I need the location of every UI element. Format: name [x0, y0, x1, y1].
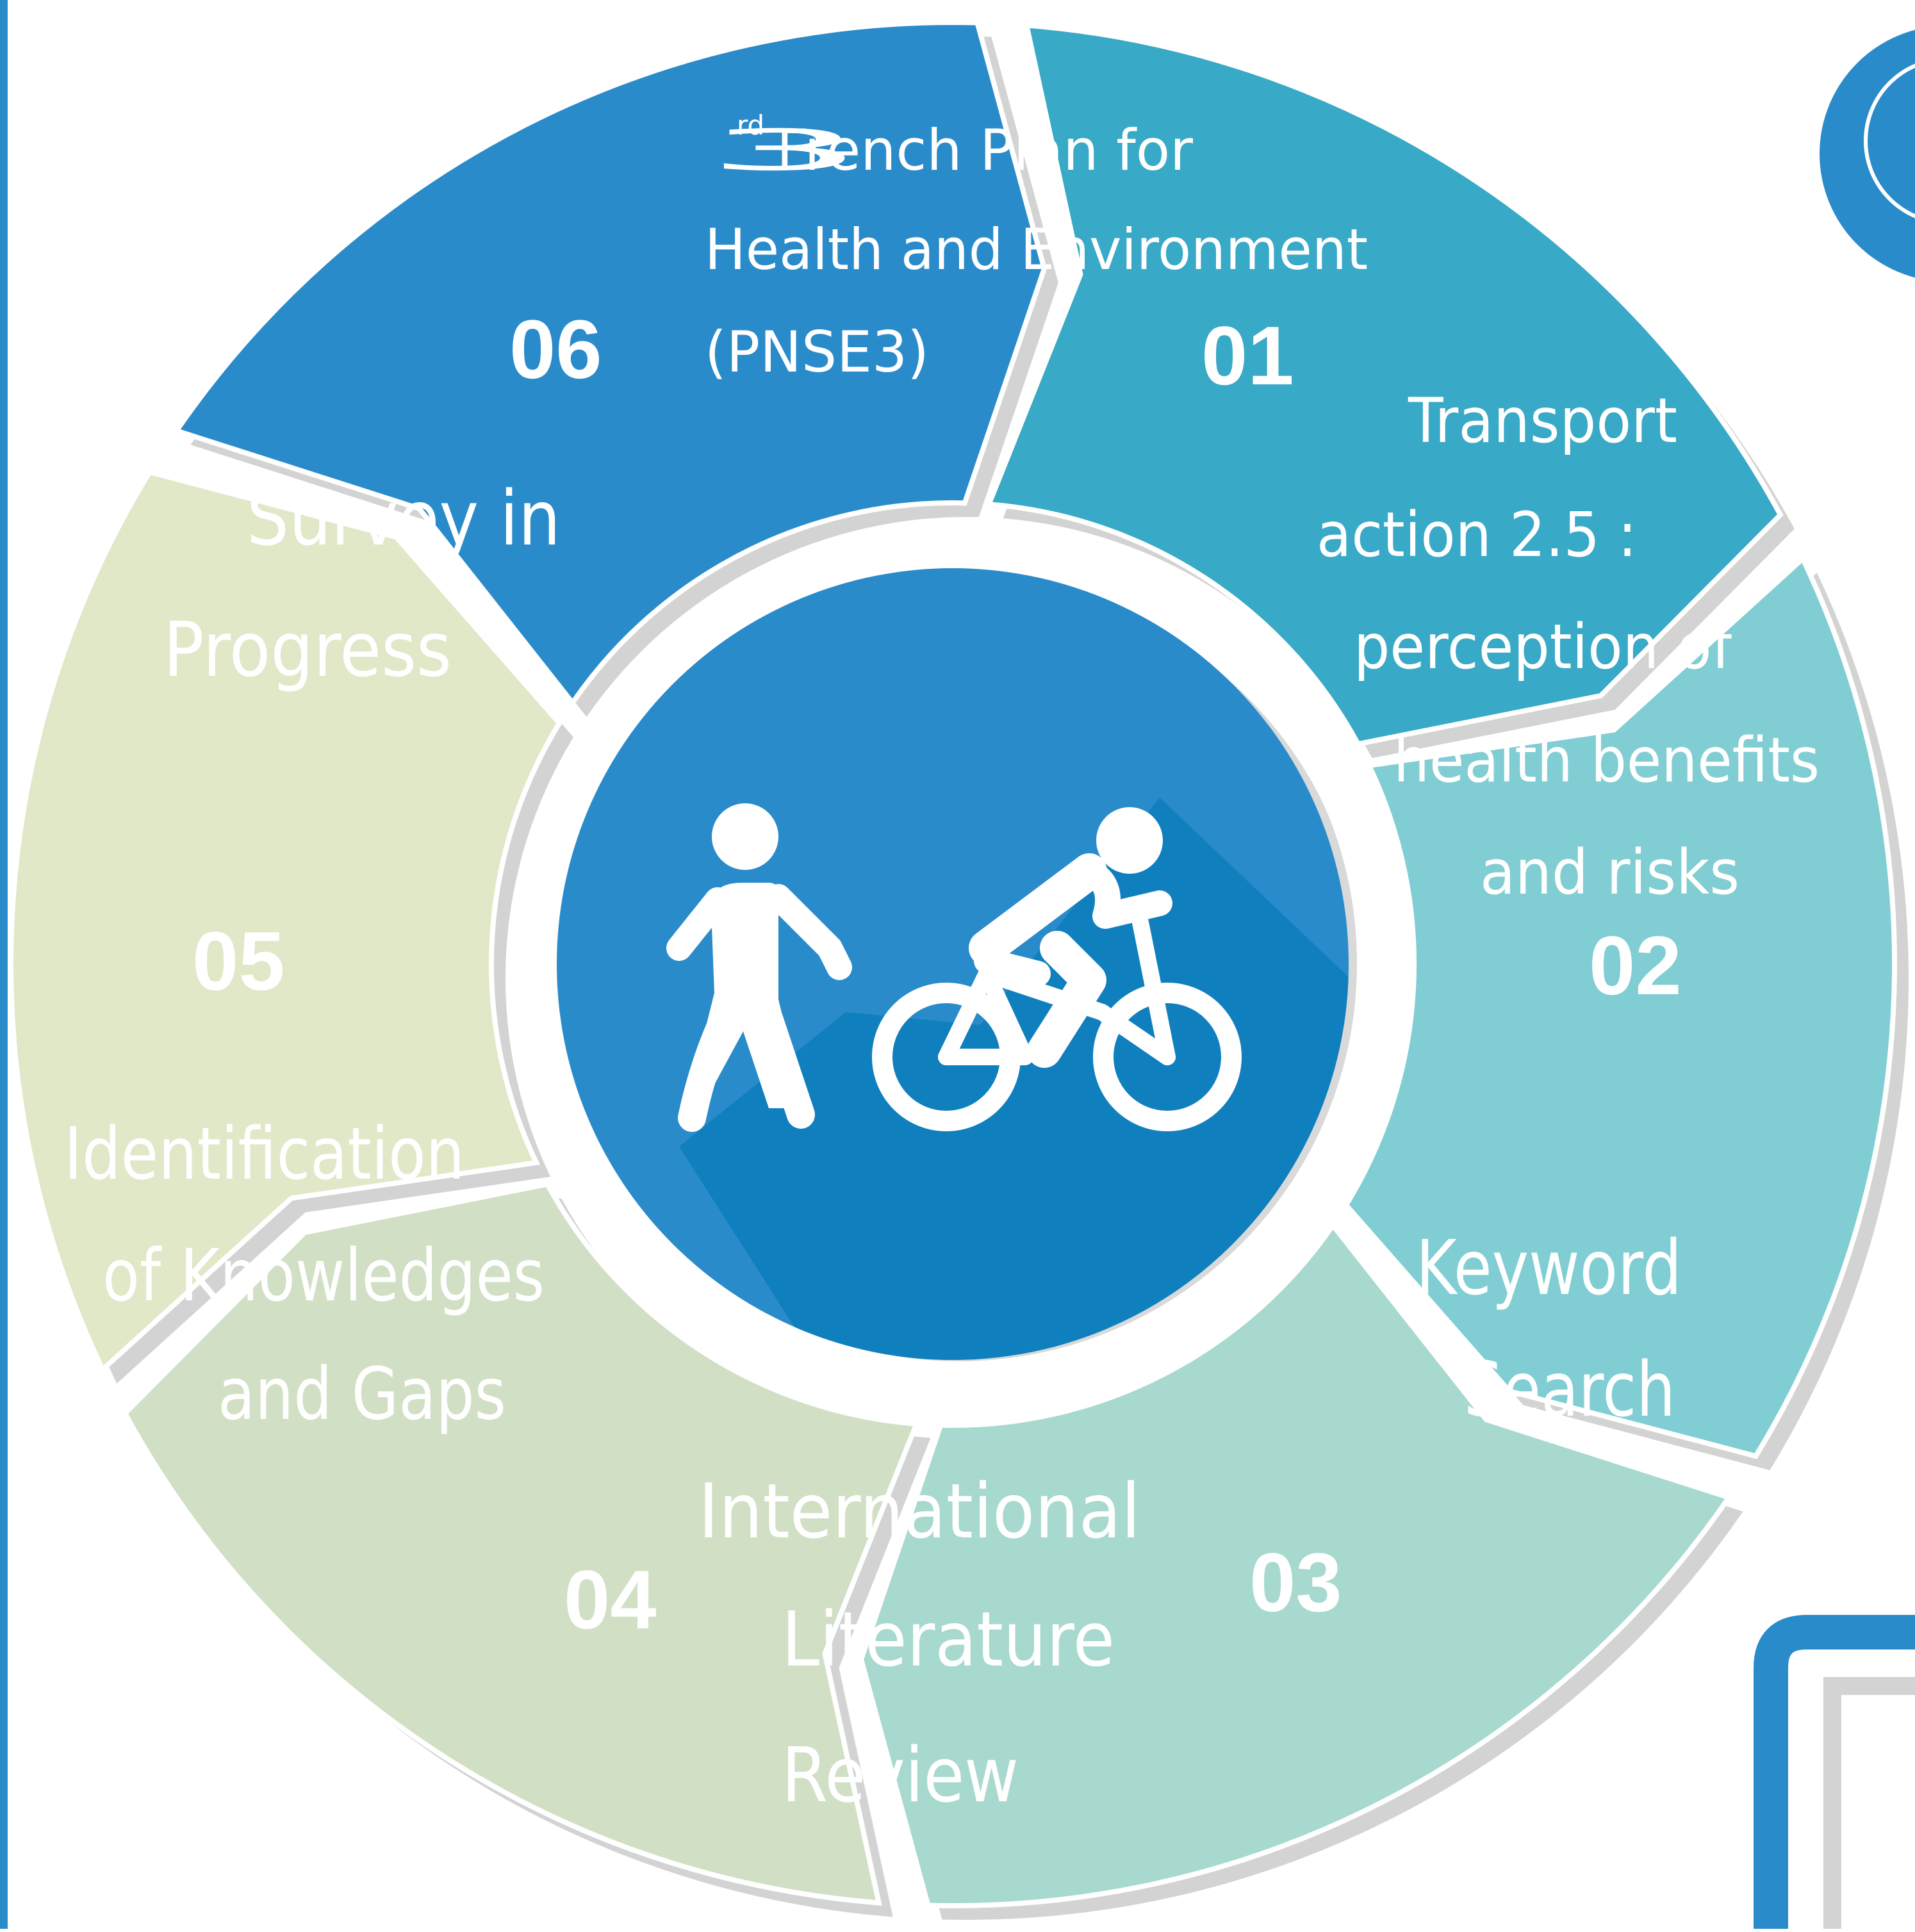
- step-04-line-3: Review: [782, 1731, 1019, 1819]
- step-02-line-1: Transport: [1408, 385, 1677, 457]
- step-04-line-2: Literature: [782, 1595, 1115, 1683]
- ring-segments: [8, 20, 1909, 1920]
- step-02-number: 02: [1589, 919, 1682, 1012]
- step-01-line-1-rest: French Plan for: [777, 117, 1194, 183]
- step-06: Survey in Progress 06: [163, 302, 602, 694]
- pedestrian-and-cyclist-icon: [666, 803, 1242, 1132]
- corner-badge: [1820, 29, 1915, 278]
- step-02-line-5: and risks: [1480, 837, 1739, 908]
- corner-bracket-gray: [1823, 1677, 1915, 1929]
- center-white-ring: [542, 546, 1376, 1380]
- step-05-number: 05: [192, 914, 285, 1008]
- step-06-line-2: Progress: [163, 605, 452, 694]
- step-06-number: 06: [509, 302, 602, 396]
- step-03: Keyword Search 03: [1249, 1224, 1682, 1629]
- step-05-line-1: Identification: [64, 1113, 464, 1196]
- segment-4: [858, 1221, 1733, 1908]
- segment-1: [172, 20, 1048, 707]
- corner-bracket: [1754, 1615, 1915, 1929]
- segment-2: [985, 22, 1784, 747]
- corner-badge-ring: [1864, 63, 1915, 218]
- step-01-line-2: Health and Environment: [705, 217, 1368, 282]
- step-03-number: 03: [1249, 1535, 1342, 1629]
- segment-labels: 3 rd French Plan for Health and Environm…: [64, 110, 1820, 1819]
- step-04-number: 04: [564, 1553, 657, 1646]
- step-04-line-1: International: [698, 1467, 1140, 1555]
- step-05-line-3: and Gaps: [218, 1353, 506, 1436]
- corner-bracket-blue: [1754, 1615, 1915, 1929]
- segment-5: [122, 1181, 921, 1906]
- step-01-line-1-prefix: 3: [705, 117, 865, 183]
- step-01-superscript: rd: [737, 110, 764, 141]
- step-02-line-4: health benefits: [1393, 724, 1820, 796]
- step-02-line-2: action 2.5 :: [1317, 499, 1637, 571]
- segment-6: [8, 469, 563, 1374]
- step-02: Transport action 2.5 : perception of hea…: [1317, 385, 1820, 1012]
- step-03-line-2: Search: [1464, 1345, 1675, 1434]
- step-01-line-3: (PNSE3): [705, 319, 929, 385]
- step-05: Identification of Knowledges and Gaps 05: [64, 914, 545, 1436]
- step-01: 3 rd French Plan for Health and Environm…: [705, 110, 1368, 402]
- segment-3: [1342, 554, 1897, 1459]
- center-long-shadow: [679, 798, 1349, 1360]
- center-badge: [542, 546, 1376, 1380]
- step-05-line-2: of Knowledges: [103, 1234, 545, 1318]
- step-01-number: 01: [1201, 309, 1294, 402]
- left-edge-bar: [0, 0, 8, 1929]
- step-02-line-3: perception of: [1354, 611, 1733, 683]
- step-06-line-1: Survey in: [247, 474, 561, 562]
- step-03-line-1: Keyword: [1416, 1224, 1682, 1312]
- step-04: International Literature Review 04: [564, 1467, 1140, 1819]
